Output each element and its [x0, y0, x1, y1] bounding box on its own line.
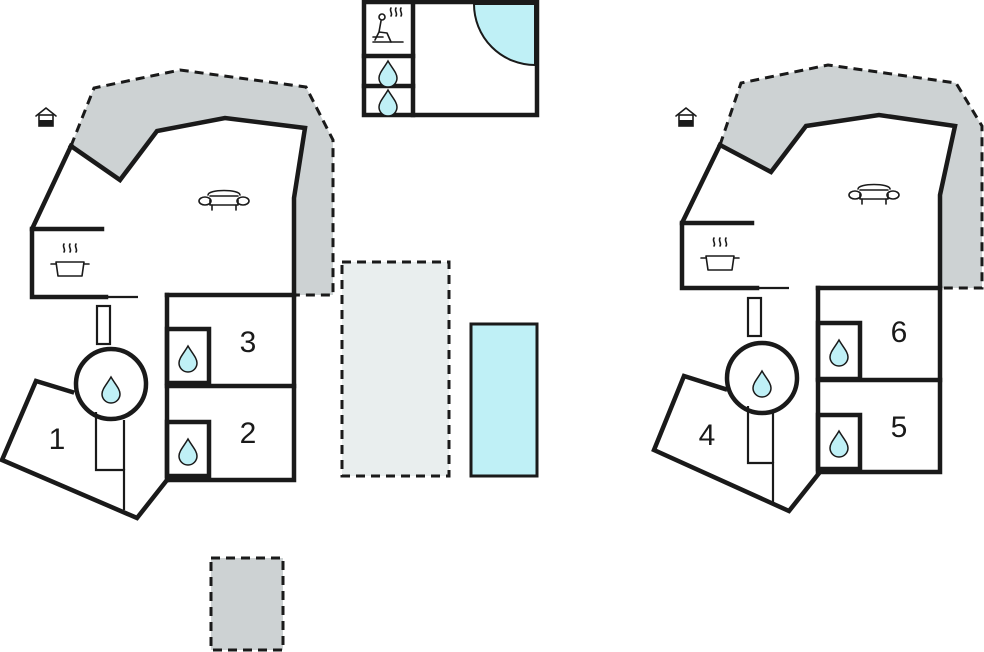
outdoor-area — [209, 556, 285, 652]
house-icon — [675, 107, 697, 127]
whirlpool-left — [73, 346, 149, 422]
room-number-1: 1 — [49, 423, 66, 456]
house-left: 3 2 1 — [0, 68, 335, 521]
outline-left — [0, 115, 308, 521]
room-number-3: 3 — [240, 326, 257, 359]
terrace-left — [71, 70, 333, 295]
water-drop-icon — [752, 370, 772, 398]
sauna-building — [361, 0, 540, 118]
pool-deck — [340, 260, 451, 478]
cooking-pot-icon — [50, 243, 90, 277]
house-icon — [35, 107, 57, 127]
water-drop-icon — [178, 438, 198, 466]
water-drop-icon — [829, 339, 849, 367]
cooking-pot-icon — [700, 237, 740, 271]
sofa-icon — [198, 189, 250, 211]
outline-right — [651, 112, 958, 514]
room-number-6: 6 — [891, 316, 908, 349]
room-number-4: 4 — [699, 419, 716, 452]
sofa-icon — [848, 183, 900, 205]
sauna-icon — [372, 7, 404, 43]
terrace-right — [720, 65, 982, 288]
house-right: 6 5 4 — [651, 63, 984, 514]
water-drop-icon — [178, 345, 198, 373]
water-drop-icon — [101, 376, 121, 404]
water-drop-icon — [829, 430, 849, 458]
room-number-5: 5 — [891, 411, 908, 444]
water-drop-icon — [378, 60, 398, 88]
swimming-pool — [469, 322, 539, 478]
water-drop-icon — [378, 89, 398, 117]
pool-quarter-circle — [472, 3, 536, 67]
room-number-2: 2 — [240, 417, 257, 450]
whirlpool-right — [724, 340, 800, 416]
